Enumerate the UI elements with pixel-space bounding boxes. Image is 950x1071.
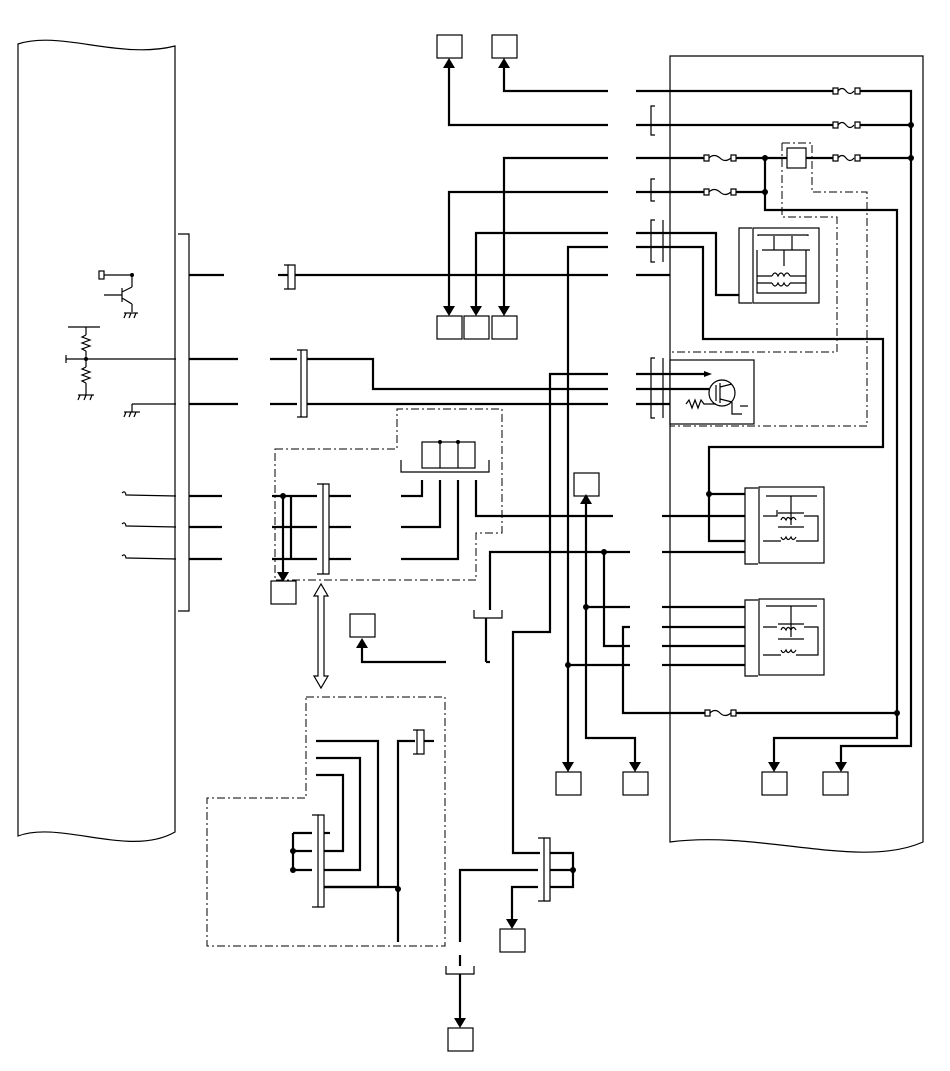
- connector-box: [822, 771, 849, 796]
- connector-box: [463, 315, 490, 340]
- central-wiring: [356, 58, 705, 855]
- mechanical-link-arrow: [312, 582, 330, 690]
- relay-1: [670, 227, 885, 543]
- right-box-connectors: [636, 89, 670, 667]
- connector-c2: [270, 349, 608, 418]
- connector-box: [349, 613, 376, 638]
- internal-transistor-circuit: [98, 270, 138, 319]
- connector-box: [555, 771, 582, 796]
- left-control-unit: [17, 39, 176, 842]
- connector-box: [573, 472, 600, 497]
- connector-box: [436, 315, 463, 340]
- upper-dash-dot-unit: [272, 408, 613, 582]
- internal-ground: [123, 403, 176, 418]
- connector-c1: [278, 264, 608, 290]
- right-ground-wire: [768, 713, 899, 772]
- internal-input-lines: [121, 491, 177, 560]
- mosfet-element: [669, 359, 755, 425]
- connector-box: [436, 34, 463, 59]
- right-dash-dot-loop: [670, 142, 868, 427]
- connector-box: [622, 771, 649, 796]
- lower-dash-dot-unit: [206, 696, 446, 947]
- relay-3: [670, 598, 825, 677]
- connector-box: [447, 1027, 474, 1052]
- connector-box: [491, 315, 518, 340]
- connector-box: [761, 771, 788, 796]
- ground-connector-box-1: [270, 580, 297, 605]
- wires-left-unit: [189, 273, 238, 561]
- connector-box: [491, 34, 518, 59]
- main-connector-left: [178, 233, 190, 612]
- relay-2: [670, 486, 825, 565]
- connector-box: [499, 928, 526, 953]
- connector-boxes: [349, 34, 849, 1052]
- fuses: [670, 87, 914, 772]
- bottom-connector: [445, 837, 576, 1028]
- right-fuse-relay-box: [669, 55, 924, 853]
- internal-resistor-divider: [65, 326, 176, 401]
